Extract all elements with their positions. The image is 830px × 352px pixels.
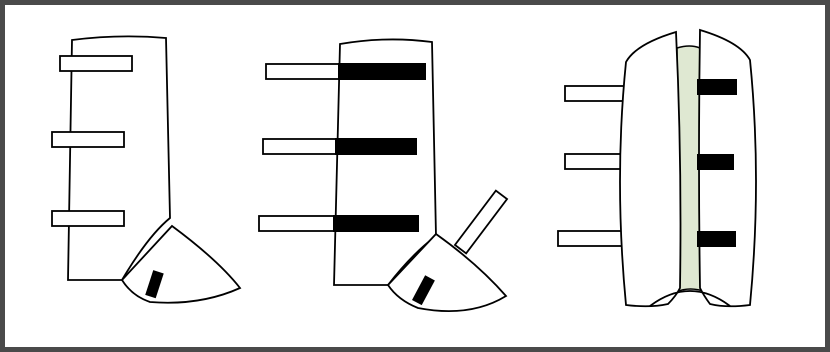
boot-right-left-panel [619, 30, 682, 308]
boot-right-strap-3 [557, 230, 623, 247]
boot-right-strap-2 [564, 153, 626, 170]
boot-left-flap-tab [145, 270, 164, 299]
boot-middle-flap-tab [412, 275, 435, 306]
boot-right-strap-1 [564, 85, 628, 102]
boot-middle-strap-1-outer [265, 63, 341, 80]
boot-left-strap-1 [59, 55, 133, 72]
boot-right-bottom-arch-inner [654, 290, 726, 303]
boot-middle-flap-strap [453, 189, 509, 255]
boot-right-velcro-2 [697, 154, 734, 170]
boot-left-strap-3 [51, 210, 125, 227]
boot-middle-strap-3-outer [258, 215, 336, 232]
boot-right-velcro-3 [697, 231, 736, 247]
boot-middle [258, 38, 509, 313]
boot-middle-strap-3-velcro [333, 215, 419, 232]
boot-right [557, 28, 757, 308]
boot-middle-strap-1-velcro [338, 63, 426, 80]
boot-left [51, 35, 242, 304]
boot-middle-strap-2-outer [262, 138, 338, 155]
boot-right-velcro-1 [697, 79, 737, 95]
boot-left-strap-2 [51, 131, 125, 148]
boot-middle-strap-2-velcro [335, 138, 417, 155]
